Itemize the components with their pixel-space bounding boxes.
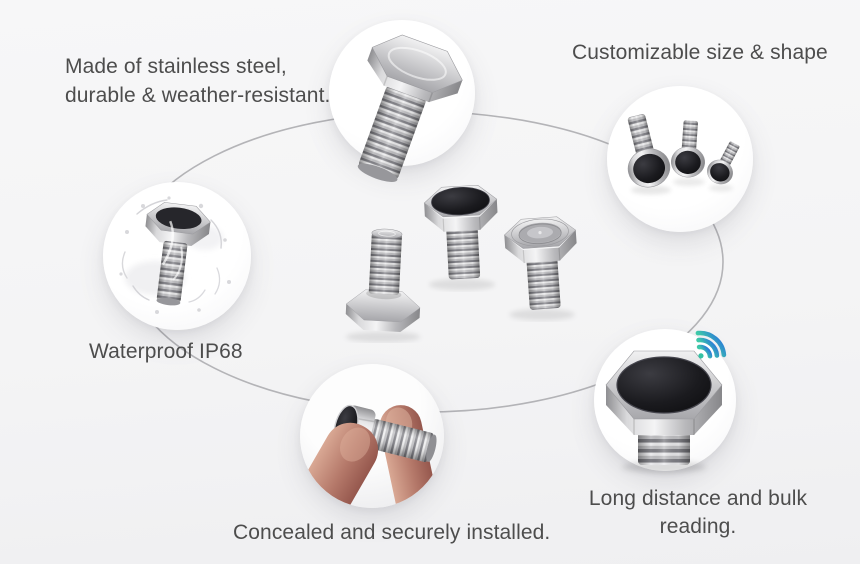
wifi-signal-icon xyxy=(695,330,727,359)
photo-circle-waterproof xyxy=(103,182,251,330)
rfid-bolt-large xyxy=(627,114,671,188)
photo-circle-concealed xyxy=(300,364,444,508)
bolt-black-cap-photo xyxy=(423,185,498,291)
callout-concealed-line1: Concealed and securely installed. xyxy=(233,521,551,544)
thumb-finger xyxy=(300,422,379,508)
callout-long-distance: Long distance and bulk reading. xyxy=(582,485,814,541)
callout-material-line2: durable & weather-resistant. xyxy=(65,84,331,107)
callout-material-line1: Made of stainless steel, xyxy=(65,55,287,78)
callout-concealed: Concealed and securely installed. xyxy=(233,521,550,545)
callout-long-distance-line1: Long distance and bulk xyxy=(588,487,808,510)
rfid-bolt-medium xyxy=(670,120,706,178)
photo-circle-stainless-bolt xyxy=(329,20,475,182)
rfid-cap xyxy=(431,187,490,215)
hand-holding-bolt-photo xyxy=(300,404,441,508)
held-bolt xyxy=(333,404,437,462)
bolt-under-water xyxy=(145,202,211,306)
bolt-open-cavity-photo xyxy=(503,216,577,321)
water-splash xyxy=(119,196,231,314)
stainless-bolt-photo xyxy=(357,34,463,182)
callout-material: Made of stainless steel, durable & weath… xyxy=(65,52,330,110)
rfid-bolt-small xyxy=(707,141,740,185)
callout-customizable-size-line1: Customizable size & shape xyxy=(572,41,828,64)
custom-size-bolts-photo xyxy=(627,114,740,195)
waterproof-bolt-photo xyxy=(119,196,231,314)
callout-waterproof: Waterproof IP68 xyxy=(89,340,243,364)
bolt-flipped-photo xyxy=(345,228,421,343)
photo-circle-reading xyxy=(594,329,736,473)
photo-circle-custom-sizes xyxy=(607,86,753,232)
bolt-head-side xyxy=(606,385,722,435)
callout-waterproof-line1: Waterproof IP68 xyxy=(89,340,243,363)
rfid-cap xyxy=(617,357,711,413)
callout-long-distance-line2: reading. xyxy=(659,515,737,538)
rfid-bolt-signal-photo xyxy=(605,330,727,473)
callout-customizable-size: Customizable size & shape xyxy=(572,41,828,65)
